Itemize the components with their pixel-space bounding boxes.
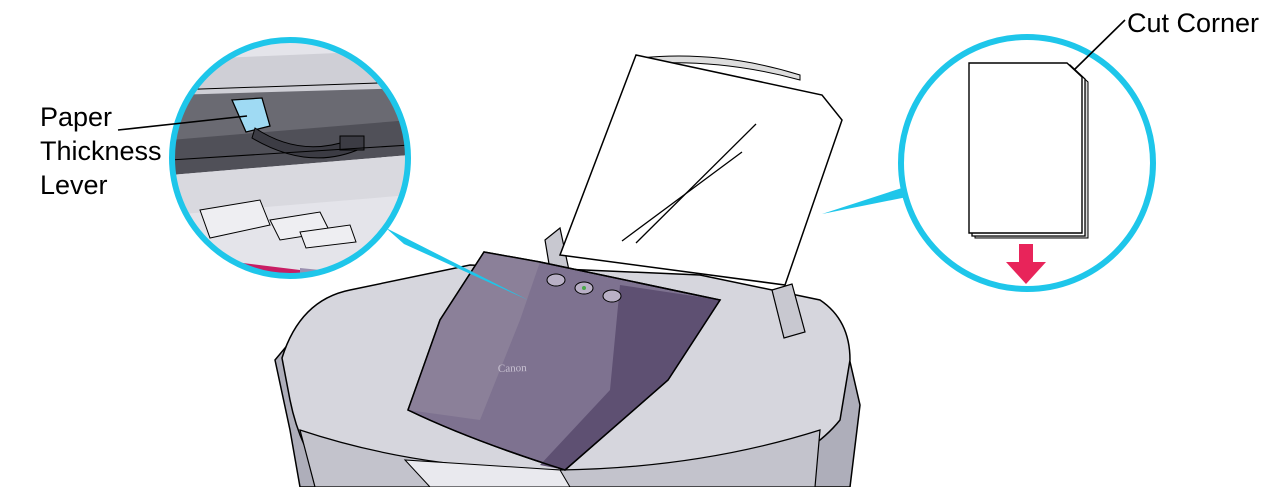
paper-thickness-lever-callout — [118, 40, 528, 300]
paper-sheet — [560, 55, 842, 285]
cut-corner-callout — [822, 20, 1153, 289]
cut-corner-label: Cut Corner — [1127, 6, 1259, 40]
paper-thickness-lever-label: Paper Thickness Lever — [40, 100, 162, 202]
label-line-3: Lever — [40, 168, 162, 202]
label-line-1: Paper — [40, 100, 162, 134]
brand-logo: Canon — [498, 362, 528, 375]
label-line-2: Thickness — [40, 134, 162, 168]
